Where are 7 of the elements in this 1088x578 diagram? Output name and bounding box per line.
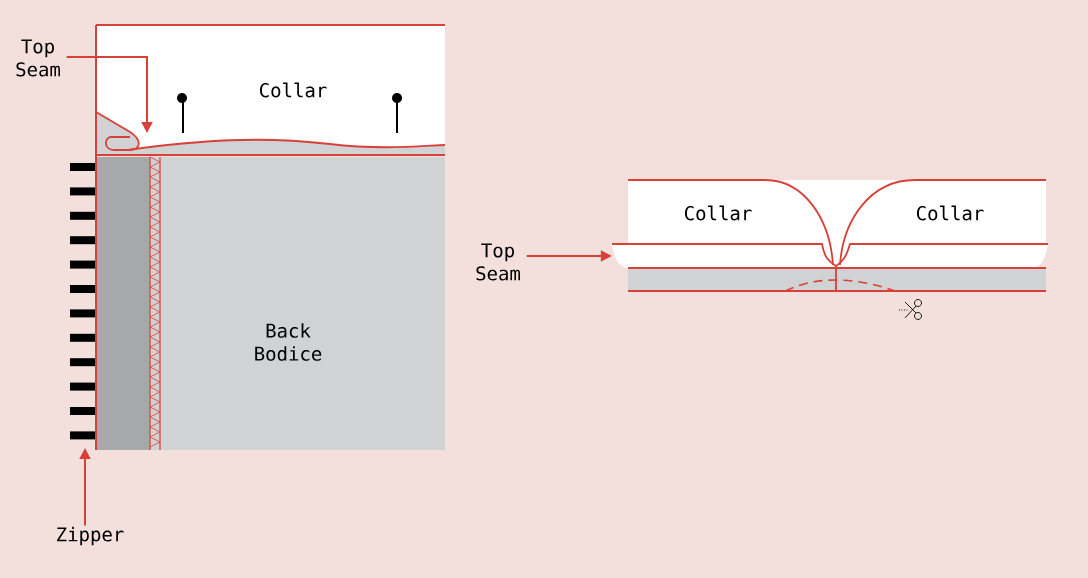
label-text: Collar: [916, 205, 984, 221]
label-text: Zipper: [57, 526, 124, 546]
label-text: Top Seam: [476, 243, 520, 281]
label-text: Back Bodice: [255, 323, 322, 361]
label-text: Collar: [260, 82, 327, 98]
label-text: Collar: [684, 205, 752, 221]
label-text: Top Seam: [16, 39, 60, 77]
